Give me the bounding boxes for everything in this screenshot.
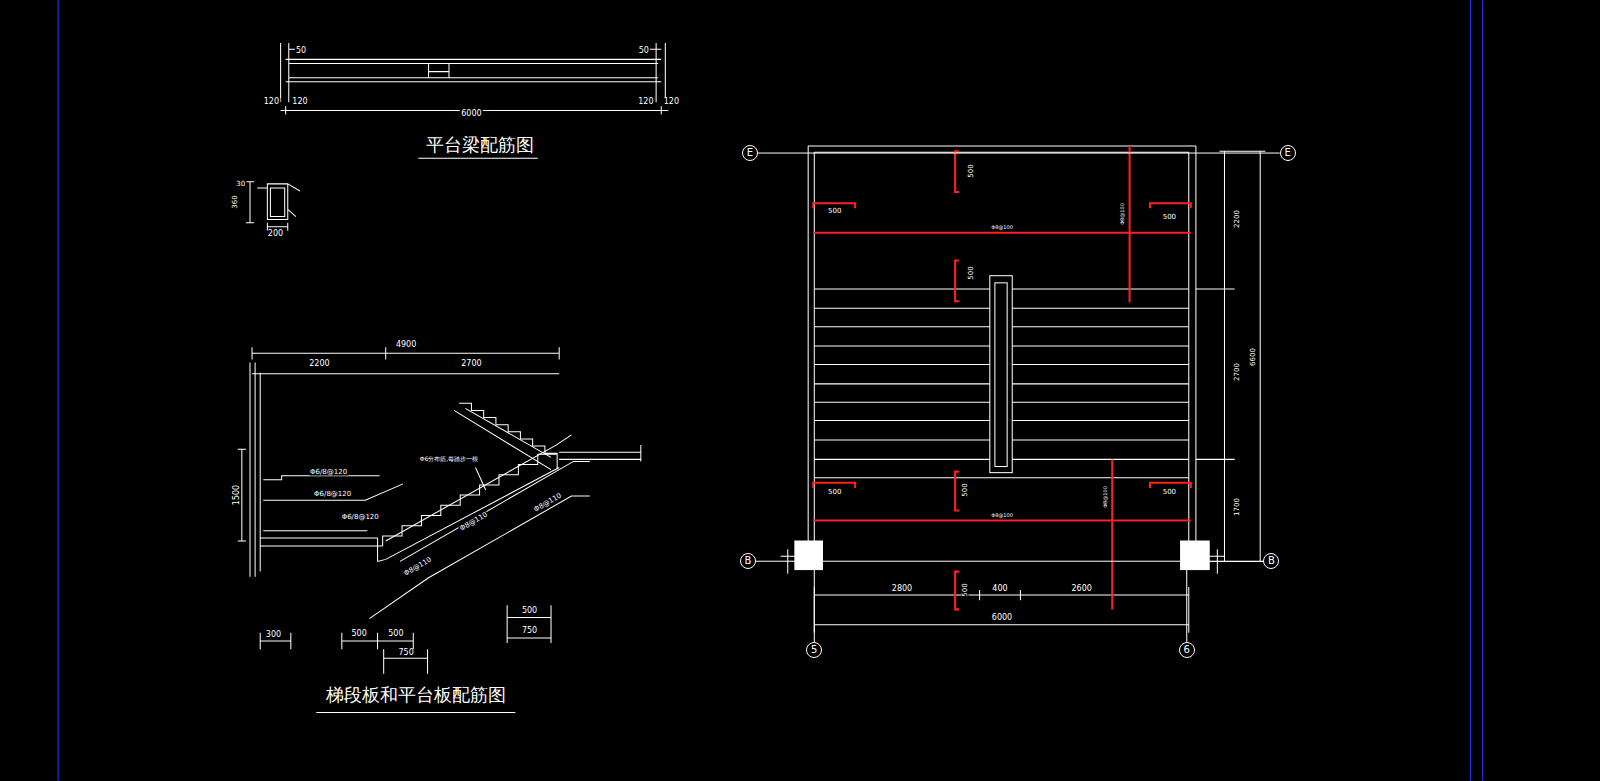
rebar-label: Φ6/8@120 [309, 469, 348, 476]
dimension-text: 6000 [460, 110, 482, 118]
rebar-label: Φ6/8@120 [341, 514, 380, 521]
rebar-label: Φ8@110 [403, 556, 434, 578]
dimension-text: 360 [231, 194, 238, 209]
rebar-label: Φ8@100 [1103, 485, 1108, 509]
dimension-text: 2200 [1233, 209, 1240, 229]
rebar-label: Φ8@100 [990, 224, 1014, 229]
dimension-text: 300 [265, 631, 282, 639]
dimension-text: 2700 [460, 360, 482, 368]
dimension-text: 1700 [1233, 497, 1240, 517]
dimension-text: 6600 [1250, 347, 1257, 367]
dimension-text: 200 [267, 230, 284, 238]
dimension-text: 500 [1162, 214, 1177, 221]
grid-axis-bubble: B [1263, 553, 1279, 569]
dimension-text: 120 [663, 98, 680, 106]
dimension-text: 400 [991, 585, 1008, 593]
axis-label: B [1268, 556, 1275, 566]
grid-axis-bubble: B [740, 553, 756, 569]
dimension-text: 500 [827, 488, 842, 495]
beam-elevation [281, 43, 669, 114]
rebar-label: Φ8@100 [1120, 202, 1125, 226]
rebar-line [263, 408, 590, 618]
grid-axis-bubble: E [1280, 145, 1296, 161]
grid-axis-bubble: 6 [1179, 642, 1195, 658]
axis-label: B [745, 556, 752, 566]
grid-axis-bubble: E [742, 145, 758, 161]
dimension-text: 500 [968, 266, 975, 281]
dimension-text: 500 [387, 630, 404, 638]
dimension-text: 1500 [233, 484, 241, 506]
dimension-text: 750 [397, 649, 414, 657]
dimension-text: 2700 [1233, 363, 1240, 383]
dimension-text: 30 [235, 180, 246, 187]
dimension-text: 120 [291, 98, 308, 106]
note-text: Φ6分布筋,每踏步一根 [419, 456, 479, 462]
column [1181, 541, 1210, 570]
dimension-text: 50 [638, 47, 650, 55]
beam-section [246, 182, 300, 231]
rebar-label: Φ8@110 [459, 511, 490, 533]
column [795, 541, 823, 570]
rebar-label: Φ8@100 [990, 513, 1014, 518]
axis-label: 6 [1184, 645, 1190, 655]
dimension-text: 120 [637, 98, 654, 106]
drawing-title: 平台梁配筋图 [425, 136, 535, 154]
grid-line [756, 561, 1263, 562]
dimension-text: 50 [295, 47, 307, 55]
stair-well [995, 283, 1007, 467]
dimension-text: 2200 [308, 360, 330, 368]
dimension-text: 750 [521, 627, 538, 635]
drawing-title: 梯段板和平台板配筋图 [325, 686, 507, 704]
dimension-text: 120 [263, 98, 280, 106]
axis-label: E [1285, 148, 1291, 158]
dimension-text: 500 [521, 607, 538, 615]
plan-dimension [814, 151, 1265, 633]
grid-line [758, 153, 1280, 154]
dimension-text: 500 [962, 582, 969, 597]
dimension-text: 2600 [1070, 585, 1092, 593]
stair-section [238, 347, 641, 577]
stair-well [990, 276, 1012, 473]
dimension-text: 2800 [891, 585, 913, 593]
title-underline [316, 158, 537, 712]
dimension-text: 500 [968, 164, 975, 179]
dimension-text: 500 [1162, 488, 1177, 495]
dimension-text: 500 [351, 630, 368, 638]
axis-label: E [747, 148, 753, 158]
dimension-text: 6000 [991, 614, 1013, 622]
dimension-text: 4900 [395, 341, 417, 349]
dimension-line [260, 605, 551, 673]
axis-label: 5 [811, 645, 817, 655]
grid-axis-bubble: 5 [806, 642, 822, 658]
sheet-border [58, 0, 1482, 781]
dimension-text: 500 [827, 208, 842, 215]
dimension-text: 500 [962, 482, 969, 497]
plan-wall [808, 146, 1196, 541]
rebar-label: Φ6/8@120 [313, 490, 352, 497]
red-rebar [813, 146, 1191, 609]
